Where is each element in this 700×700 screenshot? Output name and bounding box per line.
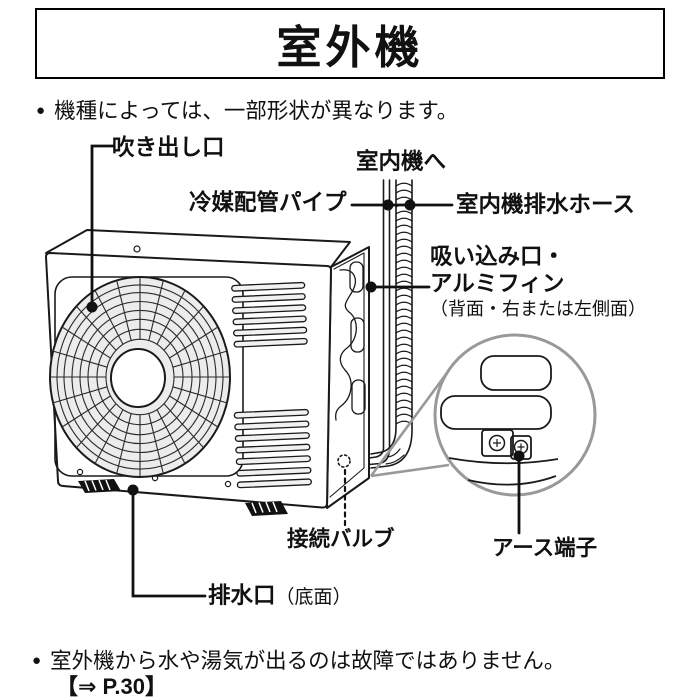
intake-dot: [365, 281, 377, 293]
page-reference: 【⇒ P.30】: [56, 674, 167, 699]
drain-dot: [127, 484, 139, 496]
drain-outlet-note: （底面）: [275, 587, 352, 608]
leader-lines: [90, 144, 521, 598]
fan-hub: [110, 348, 166, 408]
drain-outlet-label: 排水口（底面）: [208, 583, 352, 608]
magnifier-callout: [369, 333, 597, 497]
connection-valve-label: 接続バルブ: [287, 527, 395, 551]
bottom-note-text: 室外機から水や湯気が出るのは故障ではありません。: [50, 649, 566, 673]
magnifier-circle: [433, 333, 597, 497]
blowout-leader: [90, 144, 115, 305]
hidden-valve-mark: [337, 454, 351, 468]
fan-grille: [49, 276, 231, 478]
intake-label-note: （背面・右または左側面）: [430, 299, 646, 319]
blowout-dot: [86, 301, 98, 313]
screws: [76, 245, 232, 488]
drain-leader: [131, 488, 207, 598]
title-box: 室外機: [35, 8, 665, 79]
refrigerant-pipe-drawing: [368, 179, 391, 466]
vent-slats-upper: [231, 281, 308, 348]
terminal-detail: [440, 355, 559, 486]
top-note-text: 機種によっては、一部形状が異なります。: [54, 99, 459, 123]
indoor-drain-hose-label: 室内機排水ホース: [456, 192, 635, 217]
leader-dots: [86, 199, 525, 496]
earth-dot: [513, 450, 525, 462]
bullet-icon: ●: [32, 652, 42, 669]
blowout-label: 吹き出し口: [112, 135, 225, 160]
side-panel-details: [329, 252, 366, 498]
refrigerant-pipe-label: 冷媒配管パイプ: [189, 190, 347, 215]
mounting-feet: [78, 479, 288, 516]
bullet-icon: ●: [36, 102, 46, 119]
intake-label-line1: 吸い込み口・: [430, 244, 566, 269]
bottom-note: ● 室外機から水や湯気が出るのは故障ではありません。: [32, 644, 565, 675]
vent-slats-lower: [233, 408, 312, 489]
page-title: 室外機: [276, 22, 424, 73]
intake-label-line2: アルミフィン: [430, 271, 565, 296]
drain-hose-dot: [404, 199, 416, 211]
to-indoor-label: 室内機へ: [356, 149, 447, 174]
refrigerant-dot: [382, 199, 394, 211]
top-note: ● 機種によっては、一部形状が異なります。: [36, 94, 458, 125]
earth-terminal-label: アース端子: [492, 536, 598, 560]
drain-hose-drawing: [370, 179, 413, 469]
